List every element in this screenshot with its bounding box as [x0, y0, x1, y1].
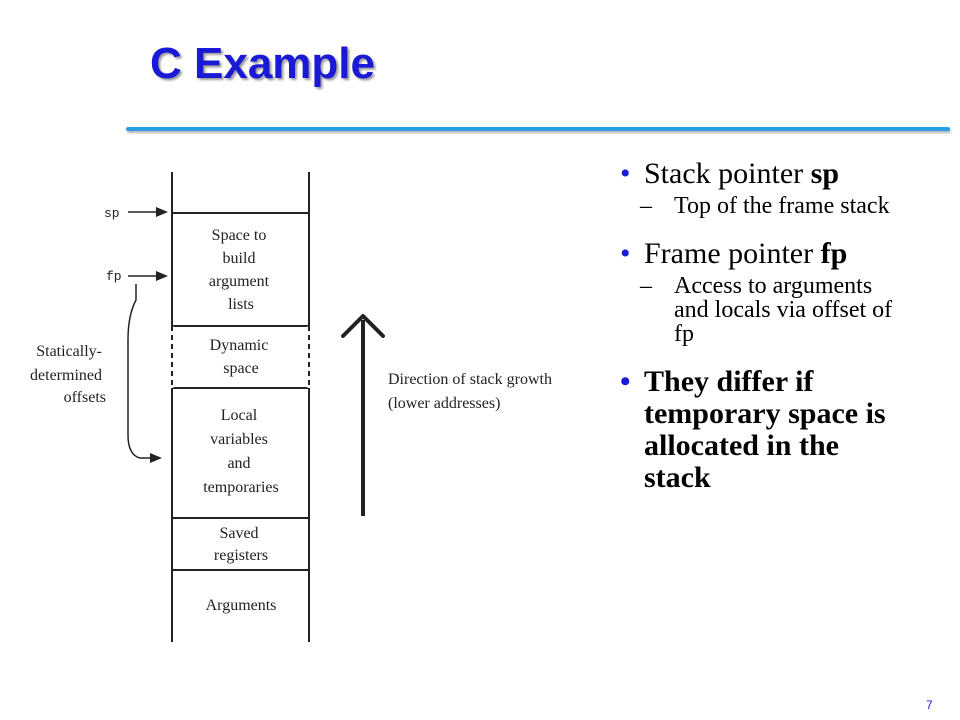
bullet-list: Stack pointer sp – Top of the frame stac…	[612, 158, 912, 498]
box-label-saved-registers: Saved registers	[214, 525, 268, 564]
offsets-bracket-curve	[127, 284, 156, 459]
fp-pointer-label: fp	[106, 269, 122, 284]
bullet-fp-code: fp	[820, 237, 848, 270]
sp-pointer-label: sp	[104, 206, 120, 221]
bullet-fp-text: Frame pointer	[644, 237, 821, 270]
sub-bullet-fp-text: Access to arguments and locals via offse…	[674, 273, 893, 347]
growth-direction-label: Direction of stack growth (lower address…	[388, 371, 556, 412]
growth-arrowhead-icon	[341, 314, 385, 338]
bullet-sp-text: Stack pointer	[644, 157, 811, 190]
box-label-locals: Local variables and temporaries	[203, 407, 279, 496]
box-label-arguments: Arguments	[206, 597, 277, 614]
sub-bullet-sp: – Top of the frame stack	[626, 194, 912, 218]
title-underline	[126, 127, 950, 131]
page-number: 7	[926, 698, 933, 712]
sub-bullet-sp-text: Top of the frame stack	[674, 193, 890, 219]
bullet-frame-pointer: Frame pointer fp	[612, 237, 912, 271]
offsets-label: Statically- determined offsets	[30, 343, 106, 406]
sub-bullet-fp: – Access to arguments and locals via off…	[626, 274, 912, 346]
bullet-differ: They differ if temporary space is alloca…	[612, 366, 912, 494]
bullet-stack-pointer: Stack pointer sp	[612, 157, 912, 191]
slide-title: C Example	[150, 39, 375, 88]
sub-bullet-dash: –	[640, 273, 652, 299]
box-label-argument-lists: Space to build argument lists	[209, 227, 273, 313]
box-label-dynamic-space: Dynamic space	[210, 337, 273, 377]
offsets-arrowhead-icon	[150, 453, 162, 463]
fp-arrowhead-icon	[156, 271, 168, 281]
sub-bullet-dash: –	[640, 193, 652, 219]
sp-arrowhead-icon	[156, 207, 168, 217]
bullet-sp-code: sp	[810, 157, 839, 190]
